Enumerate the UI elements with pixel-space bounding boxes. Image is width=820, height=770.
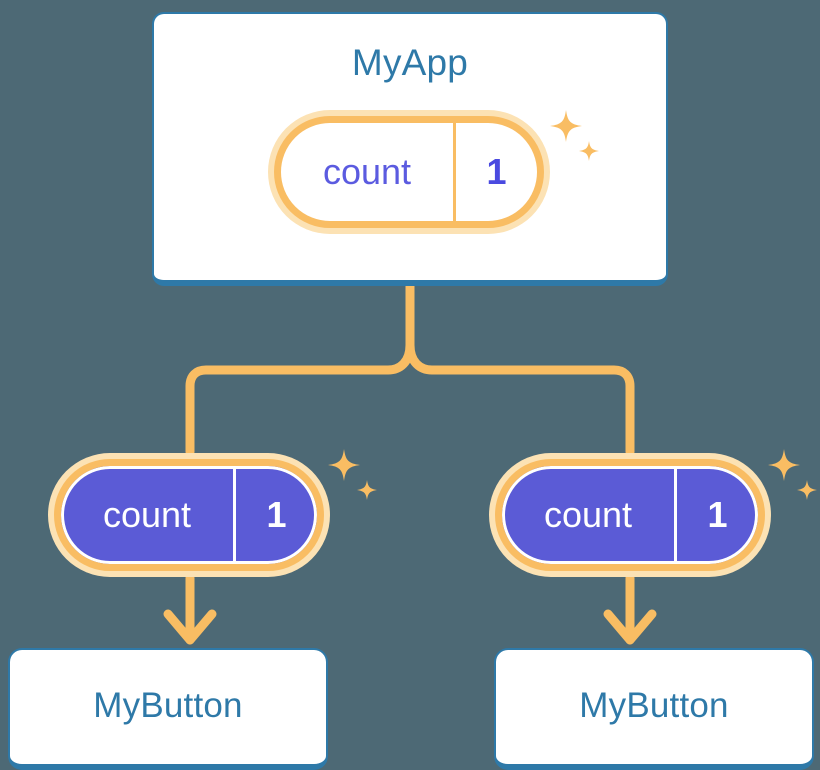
button-left-state-pill[interactable]: count 1 xyxy=(48,453,330,577)
app-state-pill-body: count 1 xyxy=(274,116,544,228)
sparkle-four-point-large xyxy=(768,449,800,481)
branch-wire-right xyxy=(405,340,635,457)
sparkle-four-point-large xyxy=(328,449,360,481)
button-right-state-pill-body: count 1 xyxy=(495,459,765,571)
button-left-state-pill-body: count 1 xyxy=(54,459,324,571)
app-state-value: 1 xyxy=(486,151,507,192)
button-component-title-right: MyButton xyxy=(579,686,729,725)
button-left-state-name: count xyxy=(61,466,236,564)
button-right-state-pill[interactable]: count 1 xyxy=(489,453,771,577)
button-left-state-value: 1 xyxy=(266,494,287,535)
sparkle-four-point-small xyxy=(797,480,817,500)
branch-wire-left xyxy=(185,340,415,457)
arrow-head-right xyxy=(603,609,657,645)
button-component-card-left[interactable]: MyButton xyxy=(8,648,328,770)
sparkle-four-point-small xyxy=(357,480,377,500)
button-component-title-left: MyButton xyxy=(93,686,243,725)
button-component-card-right[interactable]: MyButton xyxy=(494,648,814,770)
arrow-head-left xyxy=(163,609,217,645)
app-state-pill[interactable]: count 1 xyxy=(268,110,550,234)
button-right-state-value: 1 xyxy=(707,494,728,535)
app-component-title: MyApp xyxy=(351,42,469,83)
app-state-name: count xyxy=(281,123,456,221)
button-right-state-name: count xyxy=(502,466,677,564)
